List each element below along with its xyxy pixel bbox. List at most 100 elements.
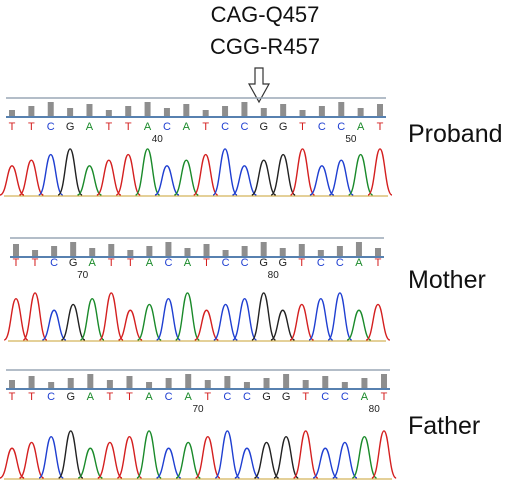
quality-bar: [163, 108, 170, 116]
quality-bar: [263, 378, 270, 388]
base-call: T: [127, 257, 134, 269]
quality-bar: [47, 102, 54, 116]
trace-peak: [175, 441, 201, 479]
quality-bar: [9, 380, 15, 388]
quality-bar: [106, 380, 113, 388]
quality-bar: [9, 110, 15, 116]
position-label: 80: [369, 404, 381, 415]
base-call: C: [221, 121, 229, 133]
quality-bar: [375, 248, 381, 256]
trace-peak: [346, 309, 372, 341]
base-call: G: [279, 121, 288, 133]
trace-peak: [234, 447, 260, 479]
base-call: C: [318, 121, 326, 133]
base-call: T: [108, 257, 115, 269]
trace-peak: [156, 447, 182, 479]
trace-peak: [309, 165, 335, 196]
quality-bar: [298, 244, 305, 256]
trace-peak: [367, 148, 393, 196]
trace-peak: [192, 153, 219, 196]
trace-peak: [292, 430, 319, 479]
trace-peak: [232, 298, 258, 341]
base-call: C: [341, 391, 349, 403]
quality-bar: [127, 250, 134, 256]
quality-bar: [241, 246, 248, 256]
quality-bar: [105, 110, 112, 116]
quality-bar: [48, 382, 55, 388]
trace-peak: [347, 153, 374, 196]
base-call: C: [47, 391, 55, 403]
base-call: A: [185, 391, 193, 403]
base-call: T: [204, 391, 211, 403]
quality-bar: [377, 104, 383, 116]
base-call: T: [375, 257, 382, 269]
trace-peak: [371, 430, 397, 479]
trace-peak: [137, 303, 162, 341]
trace-peak: [19, 441, 45, 479]
trace-peak: [0, 447, 25, 479]
base-call: C: [337, 121, 345, 133]
base-call: G: [278, 257, 287, 269]
trace-peak: [270, 153, 296, 196]
trace-peak: [308, 298, 334, 341]
quality-bar: [224, 376, 231, 388]
base-call: A: [361, 391, 369, 403]
trace-peak: [270, 309, 295, 341]
base-call: A: [145, 391, 153, 403]
base-call: C: [241, 257, 249, 269]
trace-peak: [116, 436, 143, 479]
quality-bar: [357, 108, 364, 116]
base-call: T: [126, 391, 133, 403]
trace-peak: [365, 303, 391, 341]
trace-peak: [174, 292, 200, 341]
base-call: C: [243, 391, 251, 403]
base-call: G: [259, 257, 268, 269]
quality-bar: [302, 380, 309, 388]
trace-peak: [38, 153, 64, 196]
base-call: T: [298, 257, 305, 269]
trace-peak: [136, 430, 162, 479]
trace-peak: [57, 430, 84, 479]
position-label: 50: [345, 134, 357, 145]
panel-label-mother: Mother: [408, 266, 486, 294]
variant-arrow-icon: [247, 67, 271, 104]
trace-peak: [194, 309, 219, 341]
trace-peak: [312, 447, 338, 479]
base-call: C: [163, 121, 171, 133]
base-call: T: [9, 121, 16, 133]
quality-bar: [222, 106, 229, 116]
quality-bar: [381, 374, 387, 388]
quality-bar: [318, 106, 325, 116]
base-call: G: [69, 257, 78, 269]
quality-bar: [185, 374, 192, 388]
base-call: T: [202, 121, 209, 133]
trace-peak: [77, 165, 102, 196]
quality-bar: [67, 108, 74, 116]
trace-peak: [173, 159, 199, 196]
position-label: 80: [268, 270, 280, 281]
quality-bar: [13, 244, 19, 256]
base-call: A: [86, 121, 94, 133]
trace-peak: [289, 303, 314, 341]
base-call: C: [223, 391, 231, 403]
base-call: T: [299, 121, 306, 133]
quality-bar: [89, 248, 96, 256]
quality-bar: [87, 374, 94, 388]
trace-peak: [118, 309, 143, 341]
quality-bar: [204, 380, 211, 388]
base-call: T: [9, 391, 16, 403]
trace-peak: [79, 298, 105, 341]
base-call: T: [107, 391, 114, 403]
quality-bar: [322, 376, 329, 388]
quality-bar: [183, 104, 190, 116]
base-call: A: [183, 121, 191, 133]
quality-bar: [243, 382, 250, 388]
base-call: C: [222, 257, 230, 269]
quality-bar: [70, 242, 77, 256]
trace-peak: [60, 303, 86, 341]
trace-peak: [289, 148, 316, 196]
trace-peak: [41, 309, 67, 341]
trace-peak: [194, 436, 221, 479]
trace-peak: [251, 159, 277, 196]
trace-peak: [77, 447, 103, 479]
